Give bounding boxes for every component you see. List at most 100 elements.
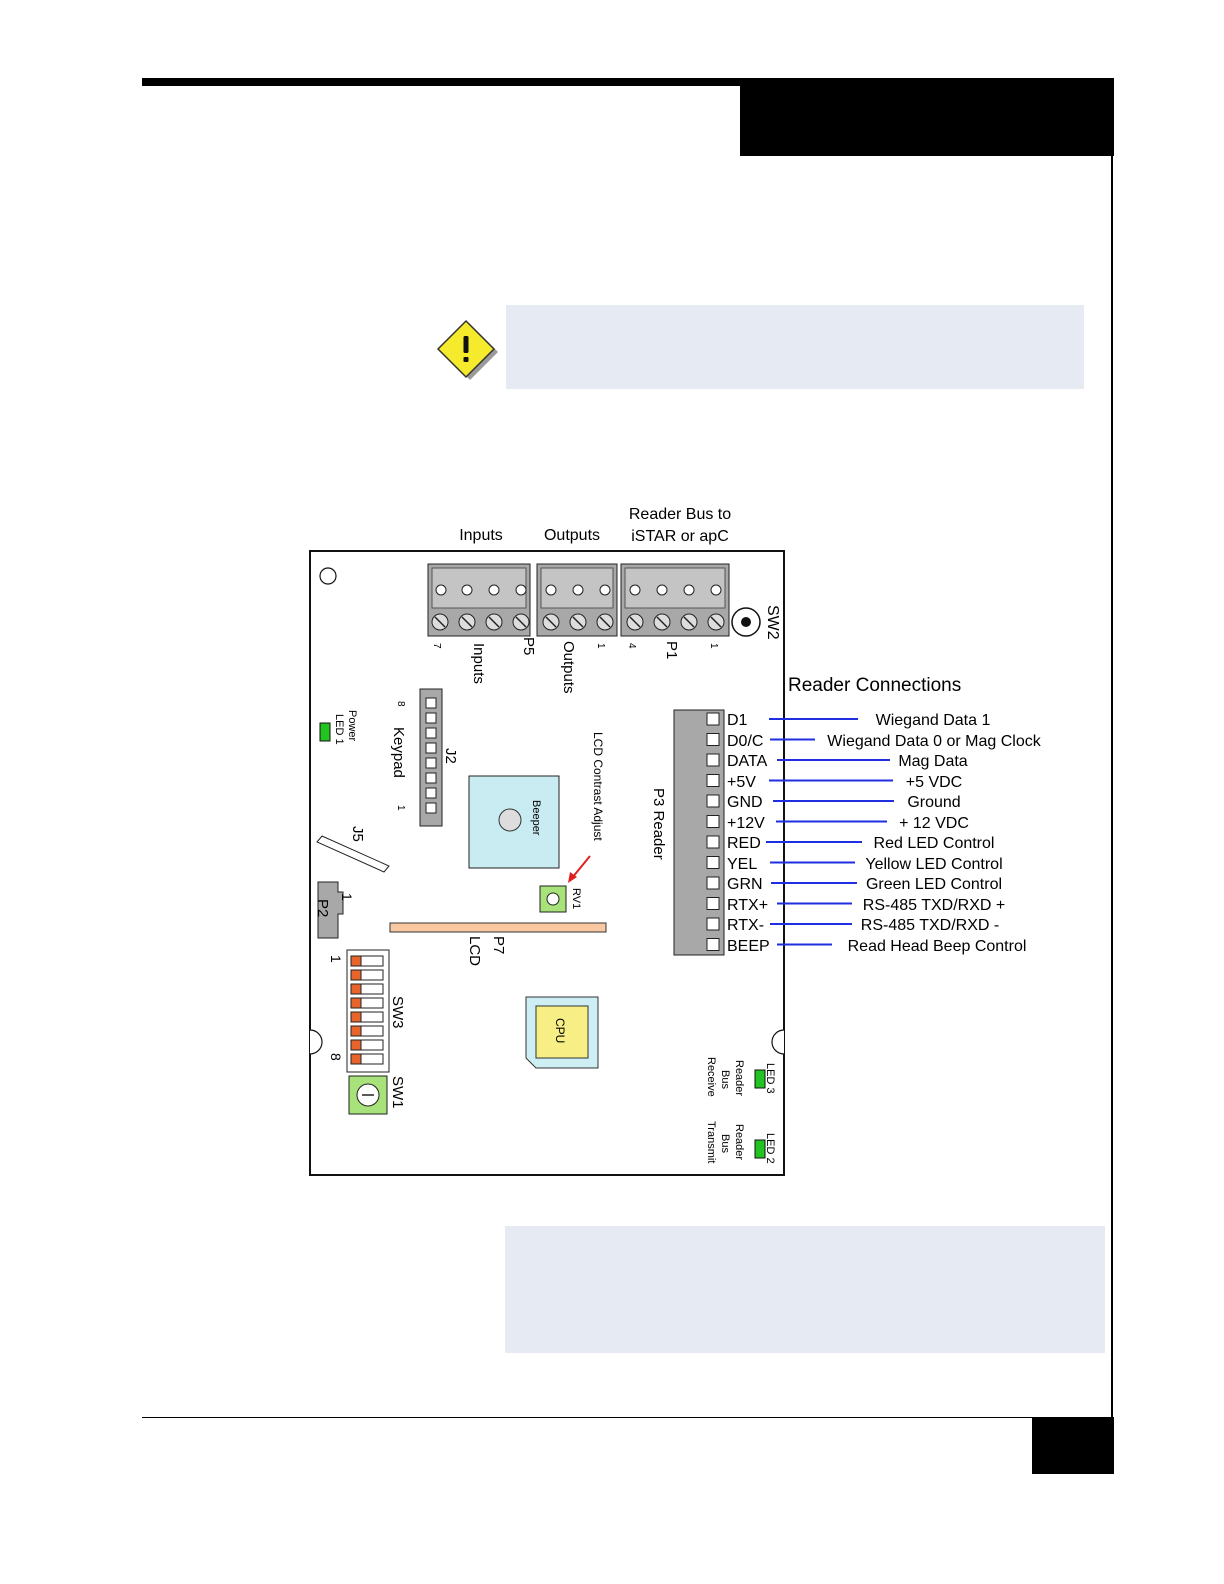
p3-pin	[706, 876, 720, 890]
lcd-label: LCD	[466, 936, 483, 966]
j5-label: J5	[349, 826, 366, 842]
led3-desc-line3: Receive	[705, 1057, 717, 1097]
p5-label: P5	[520, 637, 537, 655]
reader-wires	[766, 718, 894, 946]
p1-pin-1: 1	[708, 643, 719, 649]
footer-rule	[142, 1417, 1114, 1418]
led3-indicator	[754, 1069, 766, 1089]
led2-indicator	[754, 1139, 766, 1159]
pin-desc-5v: +5 VDC	[906, 774, 962, 791]
p3-pin	[706, 753, 720, 767]
p2-label: P2	[314, 899, 331, 917]
note-callout	[505, 1226, 1105, 1353]
p2-connector	[317, 881, 344, 939]
terminal-block-outputs	[536, 563, 618, 637]
rv1-knob	[546, 892, 560, 906]
p3-pin	[706, 917, 720, 931]
p2-pin-1: 1	[339, 893, 355, 901]
outputs-board-label: Outputs	[560, 641, 577, 694]
sw2-switch-center	[741, 617, 751, 627]
pin-desc-12v: + 12 VDC	[899, 815, 969, 832]
led2-desc-line2: Bus	[719, 1134, 731, 1153]
sw3-pin-8: 8	[328, 1053, 344, 1061]
pin-label-yel: YEL	[727, 856, 757, 873]
led3-desc-line2: Bus	[719, 1070, 731, 1089]
j5-jumper	[316, 835, 390, 873]
pin-label-d0c: D0/C	[727, 733, 763, 750]
led3-desc-line1: Reader	[733, 1060, 745, 1096]
p3-pin	[706, 794, 720, 808]
pin-desc-yel: Yellow LED Control	[865, 856, 1002, 873]
lcd-contrast-label: LCD Contrast Adjust	[591, 732, 605, 841]
beeper-label: Beeper	[530, 800, 542, 836]
outputs-pin-1: 1	[595, 643, 606, 649]
pin-desc-red: Red LED Control	[874, 835, 995, 852]
j2-label: J2	[442, 748, 459, 764]
j2-pin-1: 1	[395, 805, 406, 811]
footer-page-tab	[1032, 1418, 1114, 1474]
p3-pin	[706, 733, 720, 746]
pin-label-5v: +5V	[727, 774, 756, 791]
warning-diamond-icon	[436, 319, 498, 380]
sw3-label: SW3	[389, 996, 406, 1029]
pin-label-beep: BEEP	[727, 938, 770, 955]
cpu-chip	[535, 1005, 589, 1059]
reader-bus-label-line1: Reader Bus to	[629, 506, 731, 523]
keypad-label: Keypad	[390, 727, 407, 778]
p3-pin-squares	[706, 712, 720, 951]
pin-label-red: RED	[727, 835, 761, 852]
inputs-top-label: Inputs	[459, 527, 503, 544]
pin-label-d1: D1	[727, 712, 748, 729]
led3-label: LED 3	[764, 1063, 776, 1094]
board-notch-left	[309, 1029, 323, 1055]
p3-pin	[706, 835, 720, 849]
led2-label: LED 2	[764, 1133, 776, 1164]
j2-pins	[425, 697, 437, 814]
pin-label-rtx-plus: RTX+	[727, 897, 768, 914]
reader-connections-title: Reader Connections	[788, 675, 961, 696]
lcd-contrast-arrowhead	[568, 872, 577, 883]
led2-desc-line1: Reader	[733, 1124, 745, 1160]
reader-bus-label-line2: iSTAR or apC	[631, 528, 729, 545]
j2-pin-8: 8	[395, 701, 406, 707]
pin-desc-beep: Read Head Beep Control	[848, 938, 1027, 955]
terminal-block-p5	[427, 563, 531, 637]
pin-label-rtx-minus: RTX-	[727, 917, 764, 934]
p7-label: P7	[490, 936, 507, 954]
header-tab	[740, 86, 1114, 156]
board-notch-right	[771, 1029, 785, 1055]
p5-pin-7: 7	[431, 643, 442, 649]
p3-pin	[706, 938, 720, 951]
pin-desc-rtx-plus: RS-485 TXD/RXD +	[863, 897, 1005, 914]
pin-label-gnd: GND	[727, 794, 763, 811]
p5-inputs-label: Inputs	[470, 643, 487, 684]
mounting-hole	[319, 567, 337, 585]
led2-desc-line3: Transmit	[705, 1121, 717, 1163]
p1-label: P1	[663, 641, 680, 659]
p3-pin	[706, 712, 720, 726]
power-led-label-line1: Power	[346, 710, 358, 742]
pin-label-data: DATA	[727, 753, 768, 770]
p3-pin	[706, 897, 720, 910]
pin-desc-d0c: Wiegand Data 0 or Mag Clock	[827, 733, 1041, 750]
page-right-rule	[1111, 156, 1113, 1418]
p3-reader-label: P3 Reader	[650, 788, 667, 860]
lcd-contrast-arrow	[571, 855, 591, 879]
cpu-label: CPU	[553, 1018, 567, 1043]
pin-desc-gnd: Ground	[907, 794, 960, 811]
p3-reader-connector	[673, 709, 725, 956]
sw3-toggles	[350, 955, 384, 1065]
header-rule	[142, 78, 1114, 86]
outputs-top-label: Outputs	[544, 527, 600, 544]
pin-desc-d1: Wiegand Data 1	[876, 712, 991, 729]
pin-desc-rtx-minus: RS-485 TXD/RXD -	[861, 917, 999, 934]
p3-pin	[706, 774, 720, 787]
p1-pin-4: 4	[626, 643, 637, 649]
rv1-label: RV1	[570, 888, 582, 909]
beeper-sounder	[498, 808, 522, 832]
power-led	[319, 722, 331, 742]
p7-lcd-connector	[389, 922, 607, 933]
pin-desc-grn: Green LED Control	[866, 876, 1002, 893]
p3-pin	[706, 856, 720, 869]
